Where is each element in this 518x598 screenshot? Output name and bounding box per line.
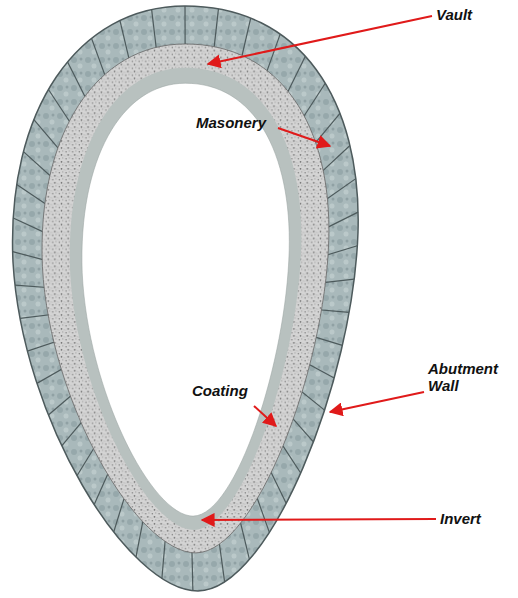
block-joint xyxy=(240,519,250,560)
block-joint xyxy=(214,9,219,51)
block-joint xyxy=(34,120,61,152)
part-label: Abutment Wall xyxy=(428,360,508,394)
coating-layer xyxy=(70,68,302,530)
part-label: Masonery xyxy=(196,114,276,131)
tunnel-lining xyxy=(13,6,359,591)
block-joint xyxy=(92,38,106,77)
part-label: Coating xyxy=(192,382,258,399)
block-joint xyxy=(241,18,250,59)
block-joint xyxy=(302,83,325,118)
block-joint xyxy=(162,537,166,579)
block-joint xyxy=(287,56,306,94)
block-joint xyxy=(120,21,130,62)
block-joint xyxy=(68,62,87,100)
leader-line xyxy=(208,16,432,64)
block-joint xyxy=(266,34,280,74)
block-joint xyxy=(219,540,225,582)
leader-line xyxy=(202,519,436,520)
leader-line xyxy=(330,392,424,412)
part-label: Invert xyxy=(440,510,510,527)
part-label: Vault xyxy=(436,6,506,23)
block-joint xyxy=(48,89,71,124)
block-joint xyxy=(152,10,157,52)
leader-line xyxy=(254,406,276,426)
block-joint xyxy=(319,146,350,175)
block-joint xyxy=(184,6,185,48)
tunnel-opening xyxy=(82,83,289,516)
leader-lines xyxy=(202,16,436,520)
block-joint xyxy=(191,549,193,591)
stone-ring xyxy=(13,6,359,591)
block-joints xyxy=(13,6,358,591)
leader-line xyxy=(278,128,330,146)
masonry-layer xyxy=(42,44,329,553)
